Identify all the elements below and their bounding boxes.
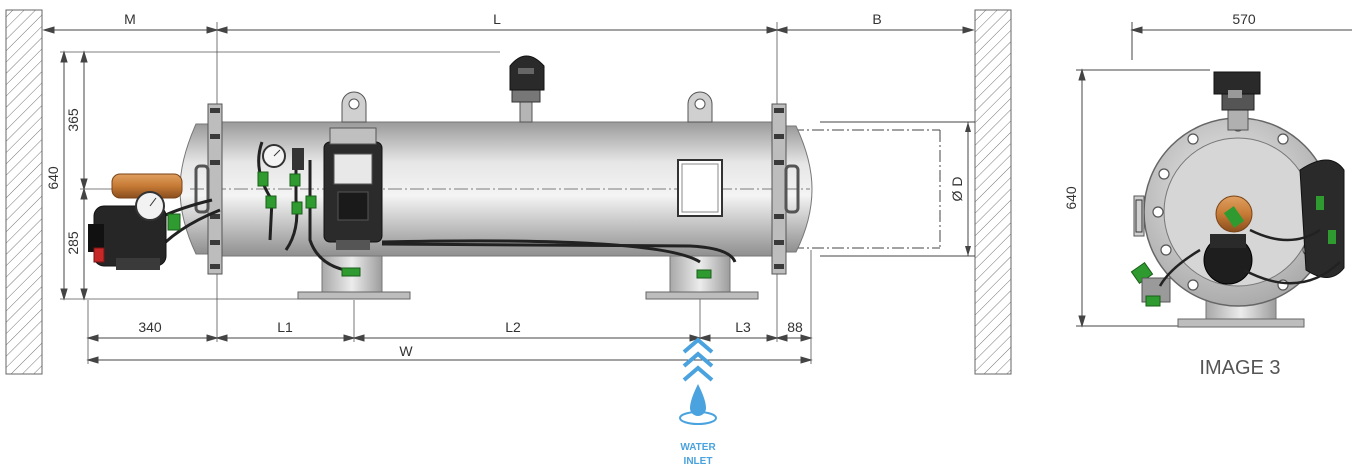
- dim-570: 570: [1232, 11, 1256, 27]
- dim-88: 88: [787, 319, 803, 335]
- dim-l1: L1: [277, 319, 293, 335]
- dim-640-end: 640: [1063, 186, 1079, 210]
- water-inlet-indicator: WATER INLET: [679, 337, 717, 466]
- water-inlet-label-2: INLET: [684, 456, 713, 466]
- end-view: 570 640: [1063, 11, 1352, 379]
- image-caption: IMAGE 3: [1199, 357, 1280, 379]
- controller-unit: [323, 127, 383, 250]
- dim-l3: L3: [735, 319, 751, 335]
- right-flange: [771, 103, 787, 275]
- right-foot: [645, 291, 759, 300]
- dim-285: 285: [65, 231, 81, 255]
- dim-m: M: [124, 11, 136, 27]
- dim-w: W: [399, 343, 413, 359]
- left-foot: [297, 291, 411, 300]
- dim-340: 340: [138, 319, 162, 335]
- inspection-window: [677, 159, 723, 217]
- dim-l2: L2: [505, 319, 521, 335]
- side-view: M L B 640 365 285: [42, 11, 975, 364]
- right-wall: [974, 9, 1012, 375]
- lifting-eye-right: [687, 91, 713, 123]
- left-wall: [5, 9, 43, 375]
- hydraulic-unit: [88, 173, 183, 270]
- lifting-eye-left: [341, 91, 367, 123]
- air-release-valve: [509, 55, 545, 123]
- dim-365: 365: [65, 108, 81, 132]
- left-flange: [207, 103, 223, 275]
- water-drop-icon: [690, 384, 706, 416]
- water-inlet-label-1: WATER: [680, 442, 716, 453]
- dim-l: L: [493, 11, 501, 27]
- dim-b: B: [872, 11, 881, 27]
- dim-640-side: 640: [45, 166, 61, 190]
- dim-diameter: Ø D: [949, 177, 965, 202]
